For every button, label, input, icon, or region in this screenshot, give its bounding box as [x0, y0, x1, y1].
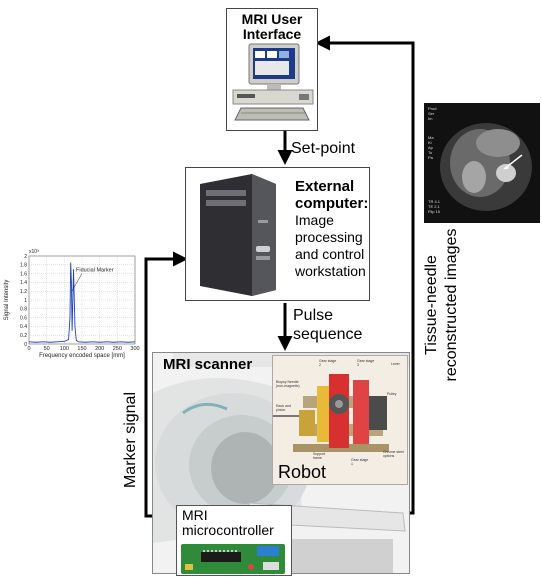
y-tick-label: 1.2: [20, 289, 27, 295]
x-tick-label: 200: [95, 346, 104, 352]
pulse-sequence-label: Pulse sequence: [293, 307, 363, 343]
y-tick-label: 1.8: [20, 263, 27, 269]
y-tick-label: 1.6: [20, 271, 27, 277]
signal-series-line: [28, 262, 136, 343]
fiducial-marker-annotation: Fiducial Marker: [76, 267, 114, 273]
external-computer-description: Image processing and control workstation: [295, 212, 366, 279]
workstation-monitor-icon: [232, 43, 314, 121]
x-axis-label: Frequency encoded space [mm]: [39, 353, 125, 359]
mri-user-interface-box: MRI User Interface: [226, 8, 318, 131]
robot-callout-7: Support frame: [313, 452, 326, 460]
microcontroller-title: MRI microcontroller: [182, 507, 274, 538]
setpoint-label: Set-point: [291, 140, 356, 157]
microcontroller-board-icon: [181, 544, 285, 574]
x-tick-label: 50: [44, 346, 50, 352]
y-tick-label: 0.6: [20, 315, 27, 321]
robot-callout-6: Pulley: [387, 392, 397, 396]
external-computer-text: External computer: Image processing and …: [295, 178, 368, 280]
mri-slice-illustration: [440, 123, 532, 211]
y-tick-label: 1.4: [20, 280, 27, 286]
mri-user-interface-title: MRI User Interface: [241, 11, 303, 42]
mri-image-footer: TR 4.1 TE 2.1 Flip 15: [428, 199, 441, 214]
y-tick-label: 1: [24, 298, 27, 304]
annotation-pointer: [71, 273, 83, 292]
external-computer-title: External computer:: [295, 178, 369, 212]
y-multiplier: x10³: [29, 249, 39, 255]
x-tick-label: 300: [130, 346, 139, 352]
robot-callout-9: Chrome steel options: [383, 450, 404, 458]
mri-image-header: Prod Ser Im: [428, 106, 437, 121]
robot-inset: Gear stage 2 Gear stage 3 Lever Biopsy N…: [272, 355, 408, 485]
external-computer-box: External computer: Image processing and …: [185, 167, 370, 301]
mri-scanner-title: MRI scanner: [163, 356, 253, 373]
mri-reconstructed-image: Prod Ser Im Ma Kl Ap To Pa TR 4.1 TE 2.1…: [424, 103, 540, 223]
y-tick-label: 2: [24, 254, 27, 260]
mri-microcontroller-box: MRI microcontroller: [176, 505, 292, 576]
robot-callout-8: Gear stage 1: [351, 458, 369, 466]
x-tick-label: 250: [113, 346, 122, 352]
computer-tower-icon: [200, 174, 276, 296]
robot-illustration: [273, 356, 407, 484]
y-tick-label: 0.8: [20, 307, 27, 313]
robot-callout-3: Lever: [391, 362, 400, 366]
y-axis-label: Signal Intensity: [4, 280, 10, 321]
x-tick-label: 100: [60, 346, 69, 352]
x-tick-label: 0: [27, 346, 30, 352]
y-tick-label: 0: [24, 342, 27, 348]
robot-callout-5: Rack and pinion: [276, 404, 291, 412]
y-tick-label: 0.4: [20, 324, 27, 330]
robot-label: Robot: [278, 462, 327, 482]
robot-callout-4: Biopsy Needle (non-magnetic): [276, 380, 300, 388]
signal-intensity-chart: 0 50 100 150 200 250 300 0 0.2 0.4 0.6 0.8 1 1.2 1.4 1.…: [4, 249, 140, 359]
mri-image-side-text: Ma Kl Ap To Pa: [428, 135, 434, 160]
y-tick-label: 0.2: [20, 333, 27, 339]
robot-callout-2: Gear stage 3: [357, 359, 375, 367]
robot-callout-1: Gear stage 2: [319, 359, 337, 367]
x-tick-label: 150: [77, 346, 86, 352]
